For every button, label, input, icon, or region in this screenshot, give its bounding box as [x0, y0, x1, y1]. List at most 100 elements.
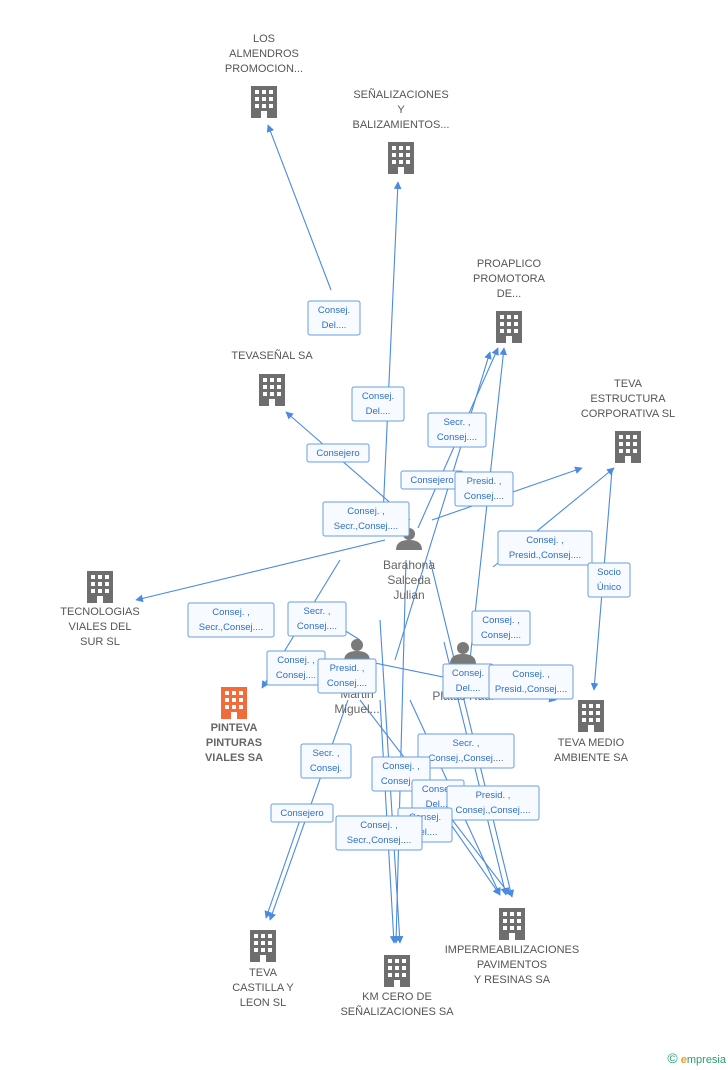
- edge-label-e14[interactable]: Presid. , Consej....: [317, 658, 377, 694]
- edge-line-13: [394, 351, 492, 661]
- company-node-proaplico[interactable]: PROAPLICOPROMOTORADE...: [473, 258, 546, 343]
- building-icon: [499, 908, 525, 940]
- company-label: PROMOCION...: [225, 63, 303, 75]
- company-label: SEÑALIZACIONES: [353, 88, 448, 101]
- edge-label-e16[interactable]: Consej. ,Presid.,Consej....: [488, 664, 574, 700]
- edge-label-text: Consejero: [410, 475, 453, 486]
- edge-label-e24[interactable]: Consej. ,Secr.,Consej....: [335, 815, 423, 851]
- edge-label-e18[interactable]: Secr. , Consej.,Consej....: [417, 733, 515, 769]
- company-node-tevasenal[interactable]: TEVASEÑAL SA: [231, 349, 313, 406]
- edge-label-text: Secr. ,: [313, 748, 340, 759]
- company-label: PINTEVA: [211, 722, 258, 734]
- edge-label-text: Consej....: [381, 776, 421, 787]
- person-label: Barahona: [383, 558, 435, 572]
- company-label: BALIZAMIENTOS...: [353, 119, 450, 131]
- edge-line-1: [266, 124, 332, 291]
- edge-label-text: Consej....: [464, 491, 504, 502]
- edge-label-text: Consej....: [481, 630, 521, 641]
- person-label: Salceda: [387, 573, 431, 587]
- edge-label-text: Socio: [597, 567, 621, 578]
- nodes-layer: LOSALMENDROSPROMOCION...SEÑALIZACIONESYB…: [60, 33, 675, 1018]
- company-label: TEVASEÑAL SA: [231, 349, 313, 362]
- edge-label-e2[interactable]: Consej.Del....: [351, 386, 405, 422]
- company-label: Y: [397, 104, 405, 116]
- edge-label-text: Consej.: [362, 391, 394, 402]
- edge-label-text: Consej.,Consej....: [456, 805, 531, 816]
- empresia-brand[interactable]: © empresia: [667, 1050, 726, 1066]
- building-icon: [250, 930, 276, 962]
- brand-name: mpresia: [686, 1054, 726, 1066]
- edge-label-e11[interactable]: Secr. ,Consej....: [287, 601, 347, 637]
- edge-label-e15[interactable]: Consej.Del....: [442, 663, 494, 699]
- edge-label-e7[interactable]: Consej. ,Secr.,Consej....: [322, 501, 410, 537]
- edge-label-text: Secr.,Consej....: [347, 835, 411, 846]
- edge-label-box: [187, 602, 275, 638]
- edge-label-text: Consejero: [280, 808, 323, 819]
- edge-label-e1[interactable]: Consej.Del....: [307, 300, 361, 336]
- company-label: ESTRUCTURA: [590, 393, 666, 405]
- edge-line-6: [135, 539, 386, 603]
- edge-label-e6[interactable]: Presid. ,Consej....: [454, 471, 514, 507]
- edge-label-box: [587, 562, 631, 598]
- edge-label-text: Presid. ,: [476, 790, 511, 801]
- company-label: Y RESINAS SA: [474, 974, 551, 986]
- company-node-senalizaciones[interactable]: SEÑALIZACIONES Y BALIZAMIENTOS...: [353, 88, 450, 174]
- person-icon: [344, 639, 370, 661]
- edge-label-text: Consej. ,: [482, 615, 520, 626]
- edge-label-box: [317, 658, 377, 694]
- edge-label-e8[interactable]: Consej. ,Presid.,Consej....: [497, 530, 593, 566]
- edge-label-e22[interactable]: Consejero: [270, 803, 334, 823]
- brand-initial: e: [680, 1054, 687, 1066]
- edge-label-e4[interactable]: Consejero: [306, 443, 370, 463]
- person-label: Miguel...: [334, 702, 379, 716]
- edge-label-text: Consej.,Consej....: [429, 753, 504, 764]
- company-label: PAVIMENTOS: [477, 959, 547, 971]
- edge-label-text: Consej. ,: [347, 506, 385, 517]
- company-node-almendros[interactable]: LOSALMENDROSPROMOCION...: [225, 33, 303, 118]
- edge-label-e3[interactable]: Secr. ,Consej....: [427, 412, 487, 448]
- edge-label-box: [497, 530, 593, 566]
- edge-label-e17[interactable]: Secr. ,Consej.: [300, 743, 352, 779]
- edge-label-text: Presid. ,: [330, 663, 365, 674]
- edge-label-box: [300, 743, 352, 779]
- edge-label-text: Consej.: [452, 668, 484, 679]
- edge-label-e10[interactable]: Consej. ,Secr.,Consej....: [187, 602, 275, 638]
- edge-label-box: [454, 471, 514, 507]
- company-label: IMPERMEABILIZACIONES: [445, 944, 579, 956]
- edge-label-text: Secr. ,: [453, 738, 480, 749]
- building-icon: [259, 374, 285, 406]
- building-icon: [251, 86, 277, 118]
- company-label: TEVA: [614, 378, 643, 390]
- building-icon: [87, 571, 113, 603]
- edge-label-text: Consej....: [327, 678, 367, 689]
- edge-label-e13[interactable]: Consej. ,Consej....: [266, 650, 326, 686]
- building-icon: [615, 431, 641, 463]
- edge-label-text: Consej.: [409, 812, 441, 823]
- edge-label-box: [351, 386, 405, 422]
- person-label: Julian: [393, 588, 424, 602]
- edge-label-text: Consej.: [318, 305, 350, 316]
- company-label: DE...: [497, 288, 521, 300]
- company-node-impermeab[interactable]: IMPERMEABILIZACIONES PAVIMENTOS Y RESINAS …: [445, 908, 579, 986]
- edge-label-e12[interactable]: Consej. , Consej....: [471, 610, 531, 646]
- company-label: TEVA MEDIO: [558, 737, 625, 749]
- edge-label-e5[interactable]: Consejero: [400, 470, 464, 490]
- company-label: CASTILLA Y: [232, 982, 294, 994]
- company-label: TEVA: [249, 967, 278, 979]
- edge-label-e21[interactable]: Presid. , Consej.,Consej....: [446, 785, 540, 821]
- edge-label-text: Secr. ,: [444, 417, 471, 428]
- edge-line-2: [382, 181, 402, 517]
- edge-label-text: Consej. ,: [512, 669, 550, 680]
- company-label: PROMOTORA: [473, 273, 546, 285]
- edge-label-box: [488, 664, 574, 700]
- company-label: PINTURAS: [206, 737, 262, 749]
